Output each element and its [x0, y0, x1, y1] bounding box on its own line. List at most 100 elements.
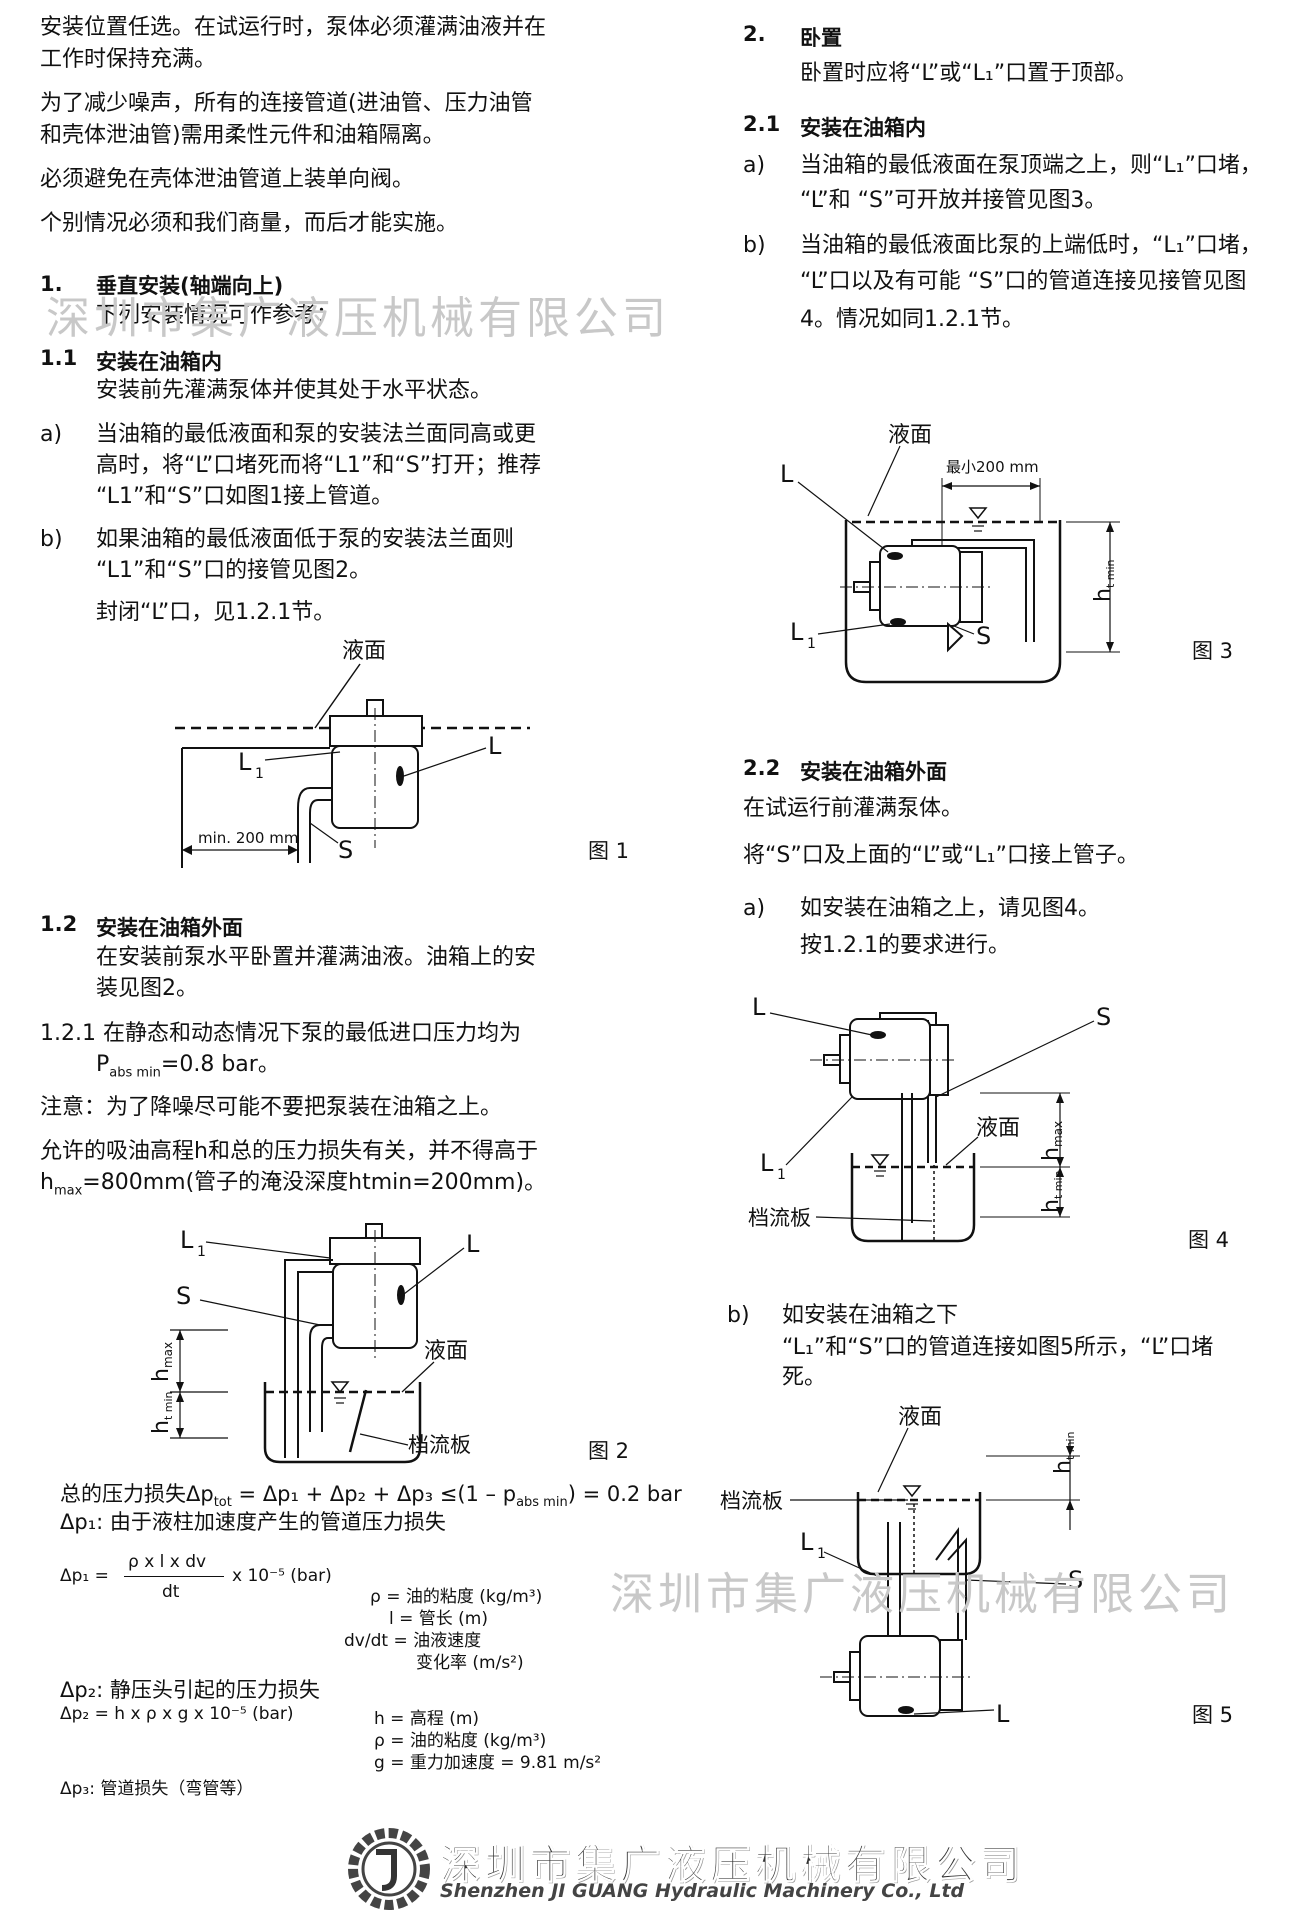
item-a-line-1: 当油箱的最低液面和泵的安装法兰面同高或更 — [96, 422, 537, 447]
fig5-L1-sub: 1 — [817, 1546, 826, 1562]
fig1-L-label: L — [488, 732, 502, 760]
figure-3-diagram: 液面 最小200 mm ht min L L 1 S 图 3 — [780, 423, 1233, 684]
fig4-L-label: L — [752, 993, 766, 1021]
figure-1-diagram: 液面 min. 200 mm L 1 L S 图 1 — [175, 639, 629, 868]
fig1-caption: 图 1 — [588, 839, 629, 863]
dp1-numerator: ρ x l x dv — [128, 1552, 207, 1572]
intro-line-4: 和壳体泄油管)需用柔性元件和油箱隔离。 — [40, 123, 445, 148]
r-item-a2-line-2: 按1.2.1的要求进行。 — [800, 933, 1010, 958]
fig5-baffle-label: 档流板 — [720, 1489, 783, 1513]
note-line: 注意：为了降噪尽可能不要把泵装在油箱之上。 — [40, 1095, 503, 1120]
fig3-caption: 图 3 — [1192, 639, 1233, 663]
legend1-l: l = 管长 (m) — [389, 1609, 489, 1629]
fig4-caption: 图 4 — [1188, 1228, 1229, 1252]
r-item-a-label: a) — [743, 153, 766, 178]
section-1-2-line-2: 装见图2。 — [96, 976, 198, 1001]
item-b-close: 封闭“L”口，见1.2.1节。 — [96, 600, 336, 625]
r-item-b-line-3: 4。情况如同1.2.1节。 — [800, 307, 1024, 332]
dp3-description: Δp₃: 管道损失（弯管等） — [60, 1779, 254, 1799]
r-item-b-line-2: “L”口以及有可能 “S”口的管道连接见接管见图 — [800, 269, 1247, 294]
watermark-top: 深圳市集广液压机械有限公司 — [46, 293, 670, 344]
fig2-L-label: L — [466, 1230, 480, 1258]
allow-line-2: hmax=800mm(管子的淹没深度htmin=200mm)。 — [40, 1170, 547, 1199]
fig3-L1-label: L — [790, 618, 804, 646]
fig4-S-label: S — [1096, 1003, 1111, 1031]
section-1-number: 1. — [40, 272, 63, 296]
figure-4-diagram: hmax ht min L S 液面 L 1 档流板 图 4 — [748, 993, 1229, 1252]
legend1-dvdt: dv/dt = 油液速度 — [344, 1631, 482, 1651]
item-b-line-2: “L1”和“S”口的接管见图2。 — [96, 558, 372, 583]
dp1-tail: x 10⁻⁵ (bar) — [232, 1566, 332, 1586]
intro-line-6: 个别情况必须和我们商量，而后才能实施。 — [40, 211, 459, 236]
section-2-2-line-2: 将“S”口及上面的“L”或“L₁”口接上管子。 — [743, 843, 1139, 868]
section-1-2-line-1: 在安装前泵水平卧置并灌满油液。油箱上的安 — [96, 945, 537, 970]
section-2-2-number: 2.2 — [743, 756, 781, 780]
section-1-2-1-line: 1.2.1 在静态和动态情况下泵的最低进口压力均为 — [40, 1021, 521, 1046]
intro-line-2: 工作时保持充满。 — [40, 47, 217, 72]
r-item-b2-label: b) — [727, 1303, 750, 1328]
fig2-caption: 图 2 — [588, 1439, 629, 1463]
item-a-line-3: “L1”和“S”口如图1接上管道。 — [96, 484, 394, 509]
footer-company-cn: 深圳市集广液压机械有限公司 — [440, 1842, 1025, 1889]
section-1-2-number: 1.2 — [40, 912, 78, 936]
item-a-line-2: 高时，将“L”口堵死而将“L1”和“S”打开；推荐 — [96, 453, 542, 478]
section-2-number: 2. — [743, 22, 766, 46]
legend2-rho: ρ = 油的粘度 (kg/m³) — [374, 1731, 547, 1751]
section-2-1-number: 2.1 — [743, 112, 781, 136]
intro-line-1: 安装位置任选。在试运行时，泵体必须灌满油液并在 — [40, 15, 547, 40]
dp1-lhs: Δp₁ = — [60, 1566, 109, 1586]
fig1-level-label: 液面 — [342, 639, 386, 664]
fig1-L1-sub: 1 — [255, 766, 264, 782]
section-1-2-title: 安装在油箱外面 — [96, 916, 243, 940]
fig1-S-label: S — [338, 836, 353, 864]
fig3-dim-label: 最小200 mm — [946, 458, 1039, 476]
dp1-fraction-bar — [124, 1576, 224, 1577]
item-b-label: b) — [40, 527, 63, 552]
dp2-description: Δp₂: 静压头引起的压力损失 — [60, 1678, 320, 1702]
fig5-L1-label: L — [800, 1528, 814, 1556]
r-item-a-line-2: “L”和 “S”可开放并接管见图3。 — [800, 188, 1107, 213]
fig4-level-label: 液面 — [976, 1116, 1020, 1141]
r-item-b2-line-2: “L₁”和“S”口的管道连接如图5所示，“L”口堵 — [782, 1335, 1214, 1360]
pabs-line: Pabs min=0.8 bar。 — [96, 1052, 280, 1081]
fig3-level-label: 液面 — [888, 423, 932, 448]
fig5-level-label: 液面 — [898, 1405, 942, 1430]
total-loss-formula: 总的压力损失Δptot = Δp₁ + Δp₂ + Δp₃ ≤(1 – pabs… — [60, 1482, 682, 1511]
dp1-denominator: dt — [162, 1582, 180, 1602]
fig2-L1-sub: 1 — [197, 1244, 206, 1260]
allow-line-1: 允许的吸油高程h和总的压力损失有关，并不得高于 — [40, 1139, 538, 1164]
fig4-hmax-label: hmax — [1039, 1121, 1065, 1161]
fig4-baffle-label: 档流板 — [748, 1206, 811, 1230]
section-1-title: 垂直安装(轴端向上) — [96, 274, 284, 298]
dp1-description: Δp₁: 由于液柱加速度产生的管道压力损失 — [60, 1510, 446, 1534]
section-1-1-title: 安装在油箱内 — [96, 350, 222, 374]
intro-line-3: 为了减少噪声，所有的连接管道(进油管、压力油管 — [40, 91, 533, 116]
intro-line-5: 必须避免在壳体泄油管道上装单向阀。 — [40, 167, 415, 192]
section-1-subtitle: 下列安装情况可作参考： — [96, 303, 339, 328]
fig5-S-label: S — [1068, 1566, 1083, 1594]
fig1-dim-label: min. 200 mm — [198, 829, 298, 847]
fig1-L1-label: L — [238, 748, 252, 776]
figure-5-diagram: 液面 ht min 档流板 L 1 S L 图 5 — [720, 1405, 1233, 1728]
section-2-1-title: 安装在油箱内 — [800, 116, 926, 140]
fig3-htmin-label: ht min — [1091, 559, 1117, 602]
fig2-hmax-label: hmax — [149, 1342, 175, 1382]
watermark-bottom: 深圳市集广液压机械有限公司 — [610, 1569, 1234, 1620]
fig3-L1-sub: 1 — [807, 636, 816, 652]
item-b-line-1: 如果油箱的最低液面低于泵的安装法兰面则 — [96, 527, 515, 552]
fig2-S-label: S — [176, 1282, 191, 1310]
footer-company-en: Shenzhen JI GUANG Hydraulic Machinery Co… — [440, 1880, 965, 1902]
fig2-level-label: 液面 — [424, 1339, 468, 1364]
section-2-2-line-1: 在试运行前灌满泵体。 — [743, 796, 964, 821]
legend1-rate: 变化率 (m/s²) — [416, 1653, 524, 1673]
fig2-baffle-label: 档流板 — [408, 1433, 471, 1457]
section-1-1-text: 安装前先灌满泵体并使其处于水平状态。 — [96, 378, 493, 403]
fig2-L1-label: L — [180, 1226, 194, 1254]
fig5-L-label: L — [996, 1700, 1010, 1728]
r-item-a-line-1: 当油箱的最低液面在泵顶端之上，则“L₁”口堵， — [800, 153, 1262, 178]
fig2-htmin-label: ht min — [149, 1391, 175, 1434]
company-logo-icon — [348, 1828, 430, 1910]
r-item-b2-line-1: 如安装在油箱之下 — [782, 1303, 959, 1328]
dp2-equation: Δp₂ = h x ρ x g x 10⁻⁵ (bar) — [60, 1704, 294, 1724]
r-item-b-line-1: 当油箱的最低液面比泵的上端低时，“L₁”口堵， — [800, 233, 1262, 258]
